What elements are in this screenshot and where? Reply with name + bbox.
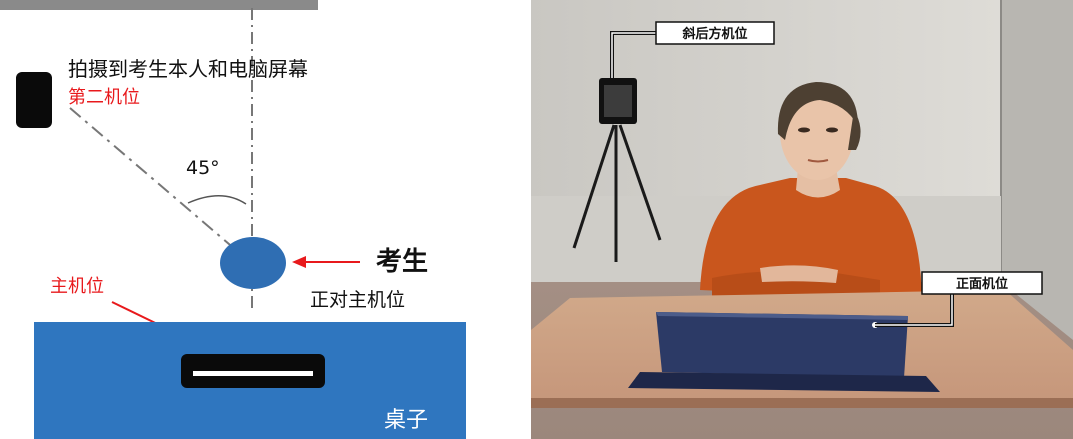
second-camera-phone xyxy=(16,72,52,128)
table-front-edge xyxy=(531,398,1073,408)
examinee-figure xyxy=(700,82,922,300)
top-bar xyxy=(0,0,318,10)
laptop-base xyxy=(628,372,940,392)
rear-camera-screen xyxy=(604,85,632,117)
examinee-arrow-head xyxy=(292,256,306,268)
angle-arc xyxy=(187,195,247,205)
rear-camera-label-box xyxy=(655,21,775,45)
laptop-lid xyxy=(656,312,908,378)
diagonal-sightline xyxy=(69,107,237,251)
rear-camera-label: 斜后方机位 xyxy=(681,26,747,42)
main-camera-lens-line xyxy=(193,371,313,376)
main-camera-label: 主机位 xyxy=(50,276,104,297)
left-panel: 拍摄到考生本人和电脑屏幕 第二机位 45° 考生 正对主机位 主机位 桌子 xyxy=(0,0,466,439)
right-panel: 斜后方机位 xyxy=(531,0,1073,439)
laptop-lid-edge xyxy=(656,312,908,320)
examinee-label: 考生 xyxy=(376,247,428,277)
second-camera-label: 第二机位 xyxy=(68,87,140,108)
front-camera-label: 正面机位 xyxy=(956,276,1008,292)
caption-text: 拍摄到考生本人和电脑屏幕 xyxy=(68,57,308,81)
angle-label: 45° xyxy=(186,157,220,179)
examinee-sub-label: 正对主机位 xyxy=(310,289,405,311)
side-wall xyxy=(1001,0,1073,355)
desk-label: 桌子 xyxy=(384,408,428,433)
front-camera-label-box xyxy=(921,271,1043,295)
examinee-circle xyxy=(220,237,286,289)
